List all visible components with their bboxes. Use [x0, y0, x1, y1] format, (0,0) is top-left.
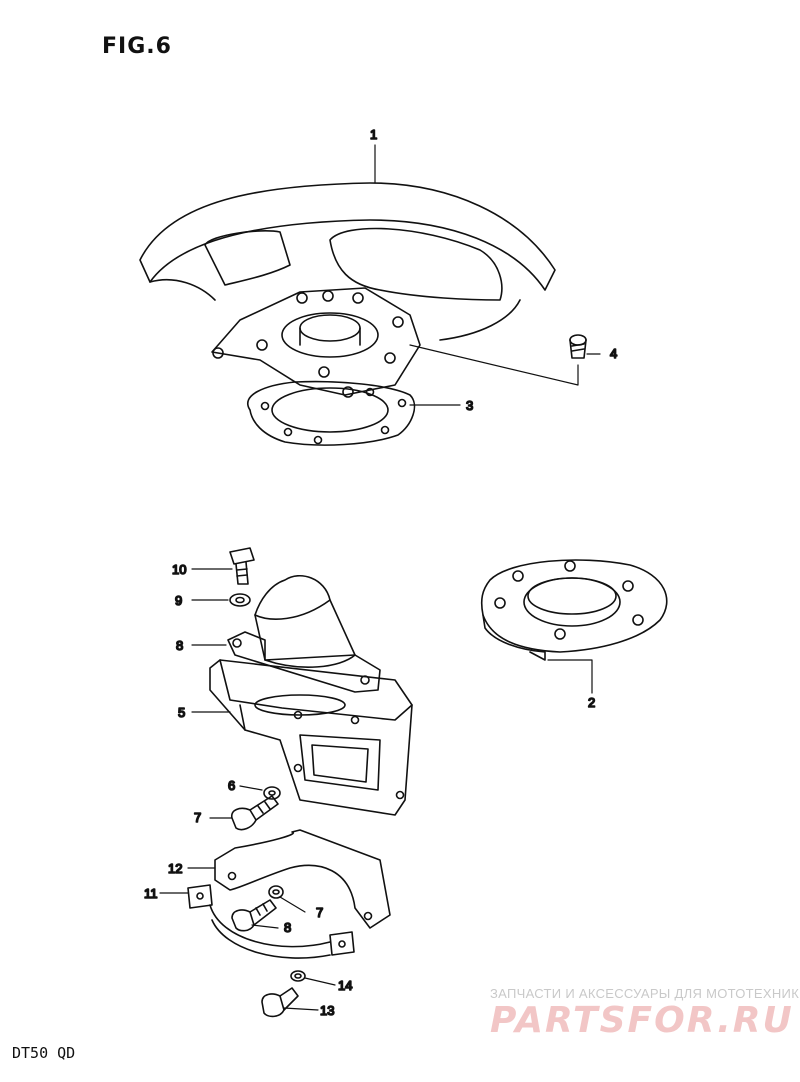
callout-10: 10 — [172, 562, 186, 577]
callout-6: 6 — [228, 778, 235, 793]
callout-5: 5 — [178, 705, 185, 720]
callout-12: 12 — [168, 861, 182, 876]
callout-3: 3 — [466, 398, 473, 413]
callout-8-upper: 8 — [176, 638, 183, 653]
part-3-gasket — [247, 380, 416, 446]
callout-11: 11 — [144, 886, 158, 901]
part-9-washer — [229, 593, 251, 607]
callout-1: 1 — [370, 127, 377, 142]
part-12-clamp-upper — [214, 829, 391, 929]
watermark-logo: PARTSFOR.RU — [490, 1000, 794, 1041]
callout-7-upper: 7 — [194, 810, 201, 825]
figure-title: FIG.6 — [102, 34, 172, 59]
model-code: DT50 QD — [12, 1044, 76, 1062]
callout-9: 9 — [175, 593, 182, 608]
callout-8-lower: 8 — [284, 920, 291, 935]
part-6-washer — [263, 786, 281, 800]
part-4-screw — [569, 334, 587, 359]
callout-14: 14 — [338, 978, 352, 993]
part-8-rubber-mount — [227, 575, 381, 693]
part-8-bolt-lower — [231, 899, 277, 932]
part-7-washer-lower — [268, 885, 284, 899]
callout-labels: 1 2 3 4 5 6 7 8 9 10 11 12 7 8 13 14 — [143, 126, 618, 1019]
callout-2: 2 — [588, 695, 595, 710]
part-14-washer — [290, 970, 306, 982]
part-10-bolt — [229, 547, 255, 585]
callout-4: 4 — [610, 346, 617, 361]
part-7-bolt-upper — [230, 795, 279, 831]
part-11-clamp-lower — [187, 884, 355, 959]
leader-lines — [159, 144, 601, 1011]
callout-7-lower: 7 — [316, 905, 323, 920]
watermark-caption: ЗАПЧАСТИ И АКСЕССУАРЫ ДЛЯ МОТОТЕХНИКИ — [490, 986, 800, 1001]
part-13-bolt — [261, 987, 299, 1018]
callout-13: 13 — [320, 1003, 334, 1018]
part-1-upper-cover — [139, 182, 556, 398]
part-5-bracket — [209, 659, 413, 816]
part-2-ring-plate — [480, 559, 668, 661]
